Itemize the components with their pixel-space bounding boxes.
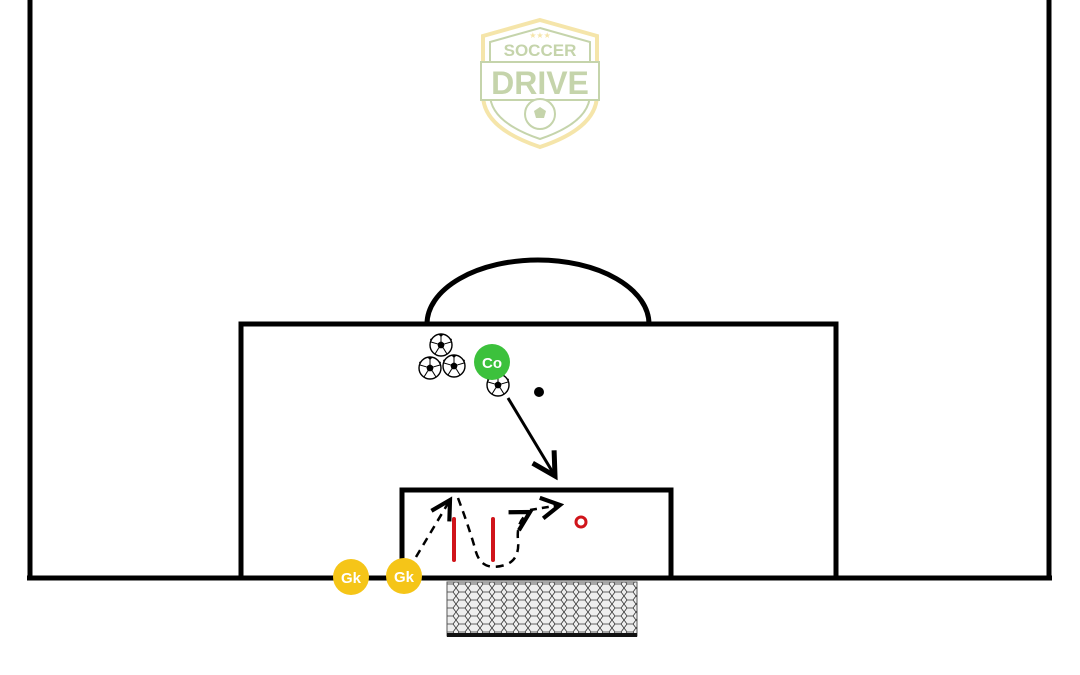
goalkeeper-marker: Gk bbox=[333, 559, 369, 595]
goal-area bbox=[399, 487, 674, 578]
ball-icon bbox=[418, 356, 442, 380]
training-poles bbox=[452, 517, 495, 562]
goalkeeper-circle bbox=[333, 559, 369, 595]
goalkeeper-marker: Gk bbox=[386, 558, 422, 594]
logo-top-text: SOCCER bbox=[504, 41, 577, 60]
penalty-area bbox=[238, 321, 839, 578]
coach-circle bbox=[474, 344, 510, 380]
penalty-arc bbox=[424, 257, 652, 325]
goal-net bbox=[446, 581, 638, 637]
field-lines bbox=[27, 0, 1052, 581]
movement-paths bbox=[414, 397, 560, 569]
ball-icon bbox=[429, 333, 453, 357]
logo-stars: ★★★ bbox=[529, 31, 551, 40]
gk-weave-path bbox=[456, 497, 530, 569]
shot-arrow bbox=[506, 397, 555, 476]
penalty-spot bbox=[534, 387, 544, 397]
gk-final-path bbox=[529, 505, 560, 510]
goalkeeper-label: Gk bbox=[394, 569, 415, 586]
coach-label: Co bbox=[482, 355, 502, 372]
coach-marker: Co bbox=[474, 344, 510, 380]
soccer-drive-logo: ★★★ SOCCER DRIVE bbox=[480, 17, 600, 150]
logo-shield-inner bbox=[489, 26, 591, 141]
goalkeeper-label: Gk bbox=[341, 570, 362, 587]
logo-banner bbox=[480, 61, 600, 101]
logo-ball-patch bbox=[534, 107, 546, 118]
ball-icon bbox=[442, 354, 466, 378]
logo-main-text: DRIVE bbox=[491, 65, 589, 101]
target-ring bbox=[574, 515, 588, 529]
gk-run-path bbox=[414, 500, 450, 558]
goalkeeper-circle bbox=[386, 558, 422, 594]
